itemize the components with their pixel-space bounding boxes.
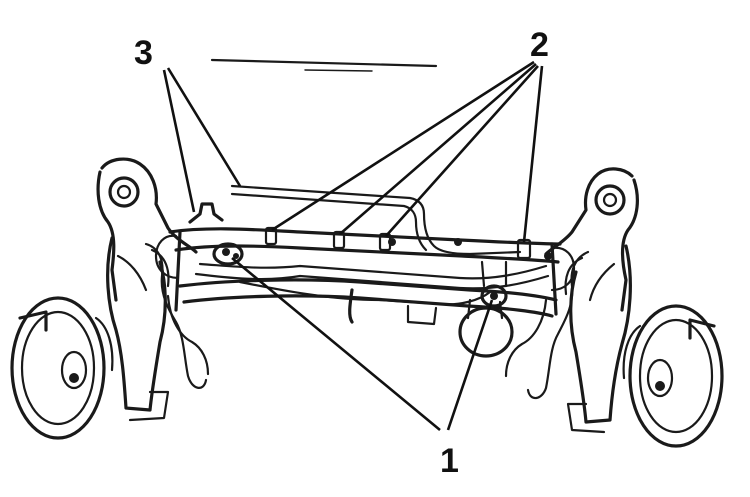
right-wheel-hub <box>622 304 724 448</box>
crossmember <box>168 202 562 358</box>
callout-2: 2 <box>530 26 549 64</box>
brake-lines <box>154 184 576 378</box>
right-knuckle <box>526 167 639 434</box>
left-wheel-hub <box>10 296 114 440</box>
pipe-joints <box>212 242 552 308</box>
left-knuckle <box>96 157 208 422</box>
leader-lines <box>162 60 544 432</box>
pipe-clips <box>264 226 532 260</box>
callout-1: 1 <box>440 442 459 480</box>
title-underline <box>210 58 438 72</box>
callout-3: 3 <box>134 34 153 72</box>
